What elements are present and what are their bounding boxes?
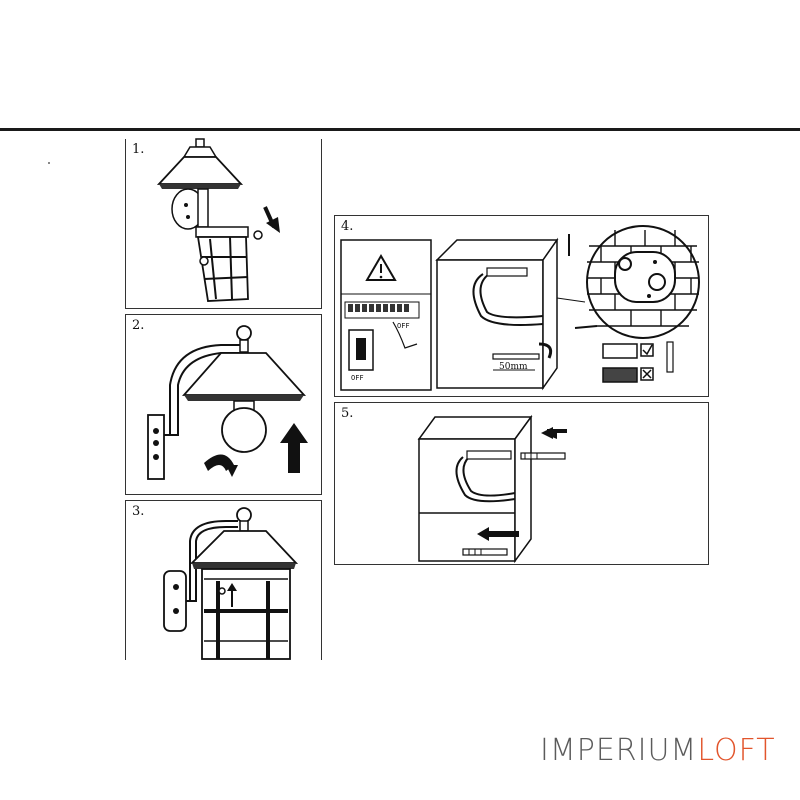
step-2-illustration: [147, 325, 308, 480]
step-number: 5.: [341, 406, 354, 421]
step-5-panel: 5.: [334, 402, 709, 565]
watermark-part-1: IMPERIUM: [540, 733, 698, 768]
brand-watermark: IMPERIUMLOFT: [540, 733, 776, 768]
step-number: 1.: [132, 142, 145, 157]
switch-label-top: OFF: [397, 322, 410, 330]
top-rule: [0, 128, 800, 131]
step-number: 2.: [132, 318, 145, 333]
step-number: 3.: [132, 504, 145, 519]
step-4-panel: 4.: [334, 215, 709, 397]
step-1-panel: 1.: [125, 138, 322, 309]
switch-label-bottom: OFF: [351, 374, 364, 382]
step-2-panel: 2.: [125, 314, 322, 495]
watermark-part-2: LOFT: [697, 733, 776, 768]
step-3-illustration: [163, 507, 299, 660]
step-3-panel: 3.: [125, 500, 322, 660]
step-4-illustration: [340, 225, 700, 391]
step-number: 4.: [341, 219, 354, 234]
step-5-illustration: [417, 414, 567, 564]
speck: [48, 162, 50, 164]
step-1-illustration: [156, 138, 280, 302]
depth-label: 50mm: [499, 362, 528, 372]
